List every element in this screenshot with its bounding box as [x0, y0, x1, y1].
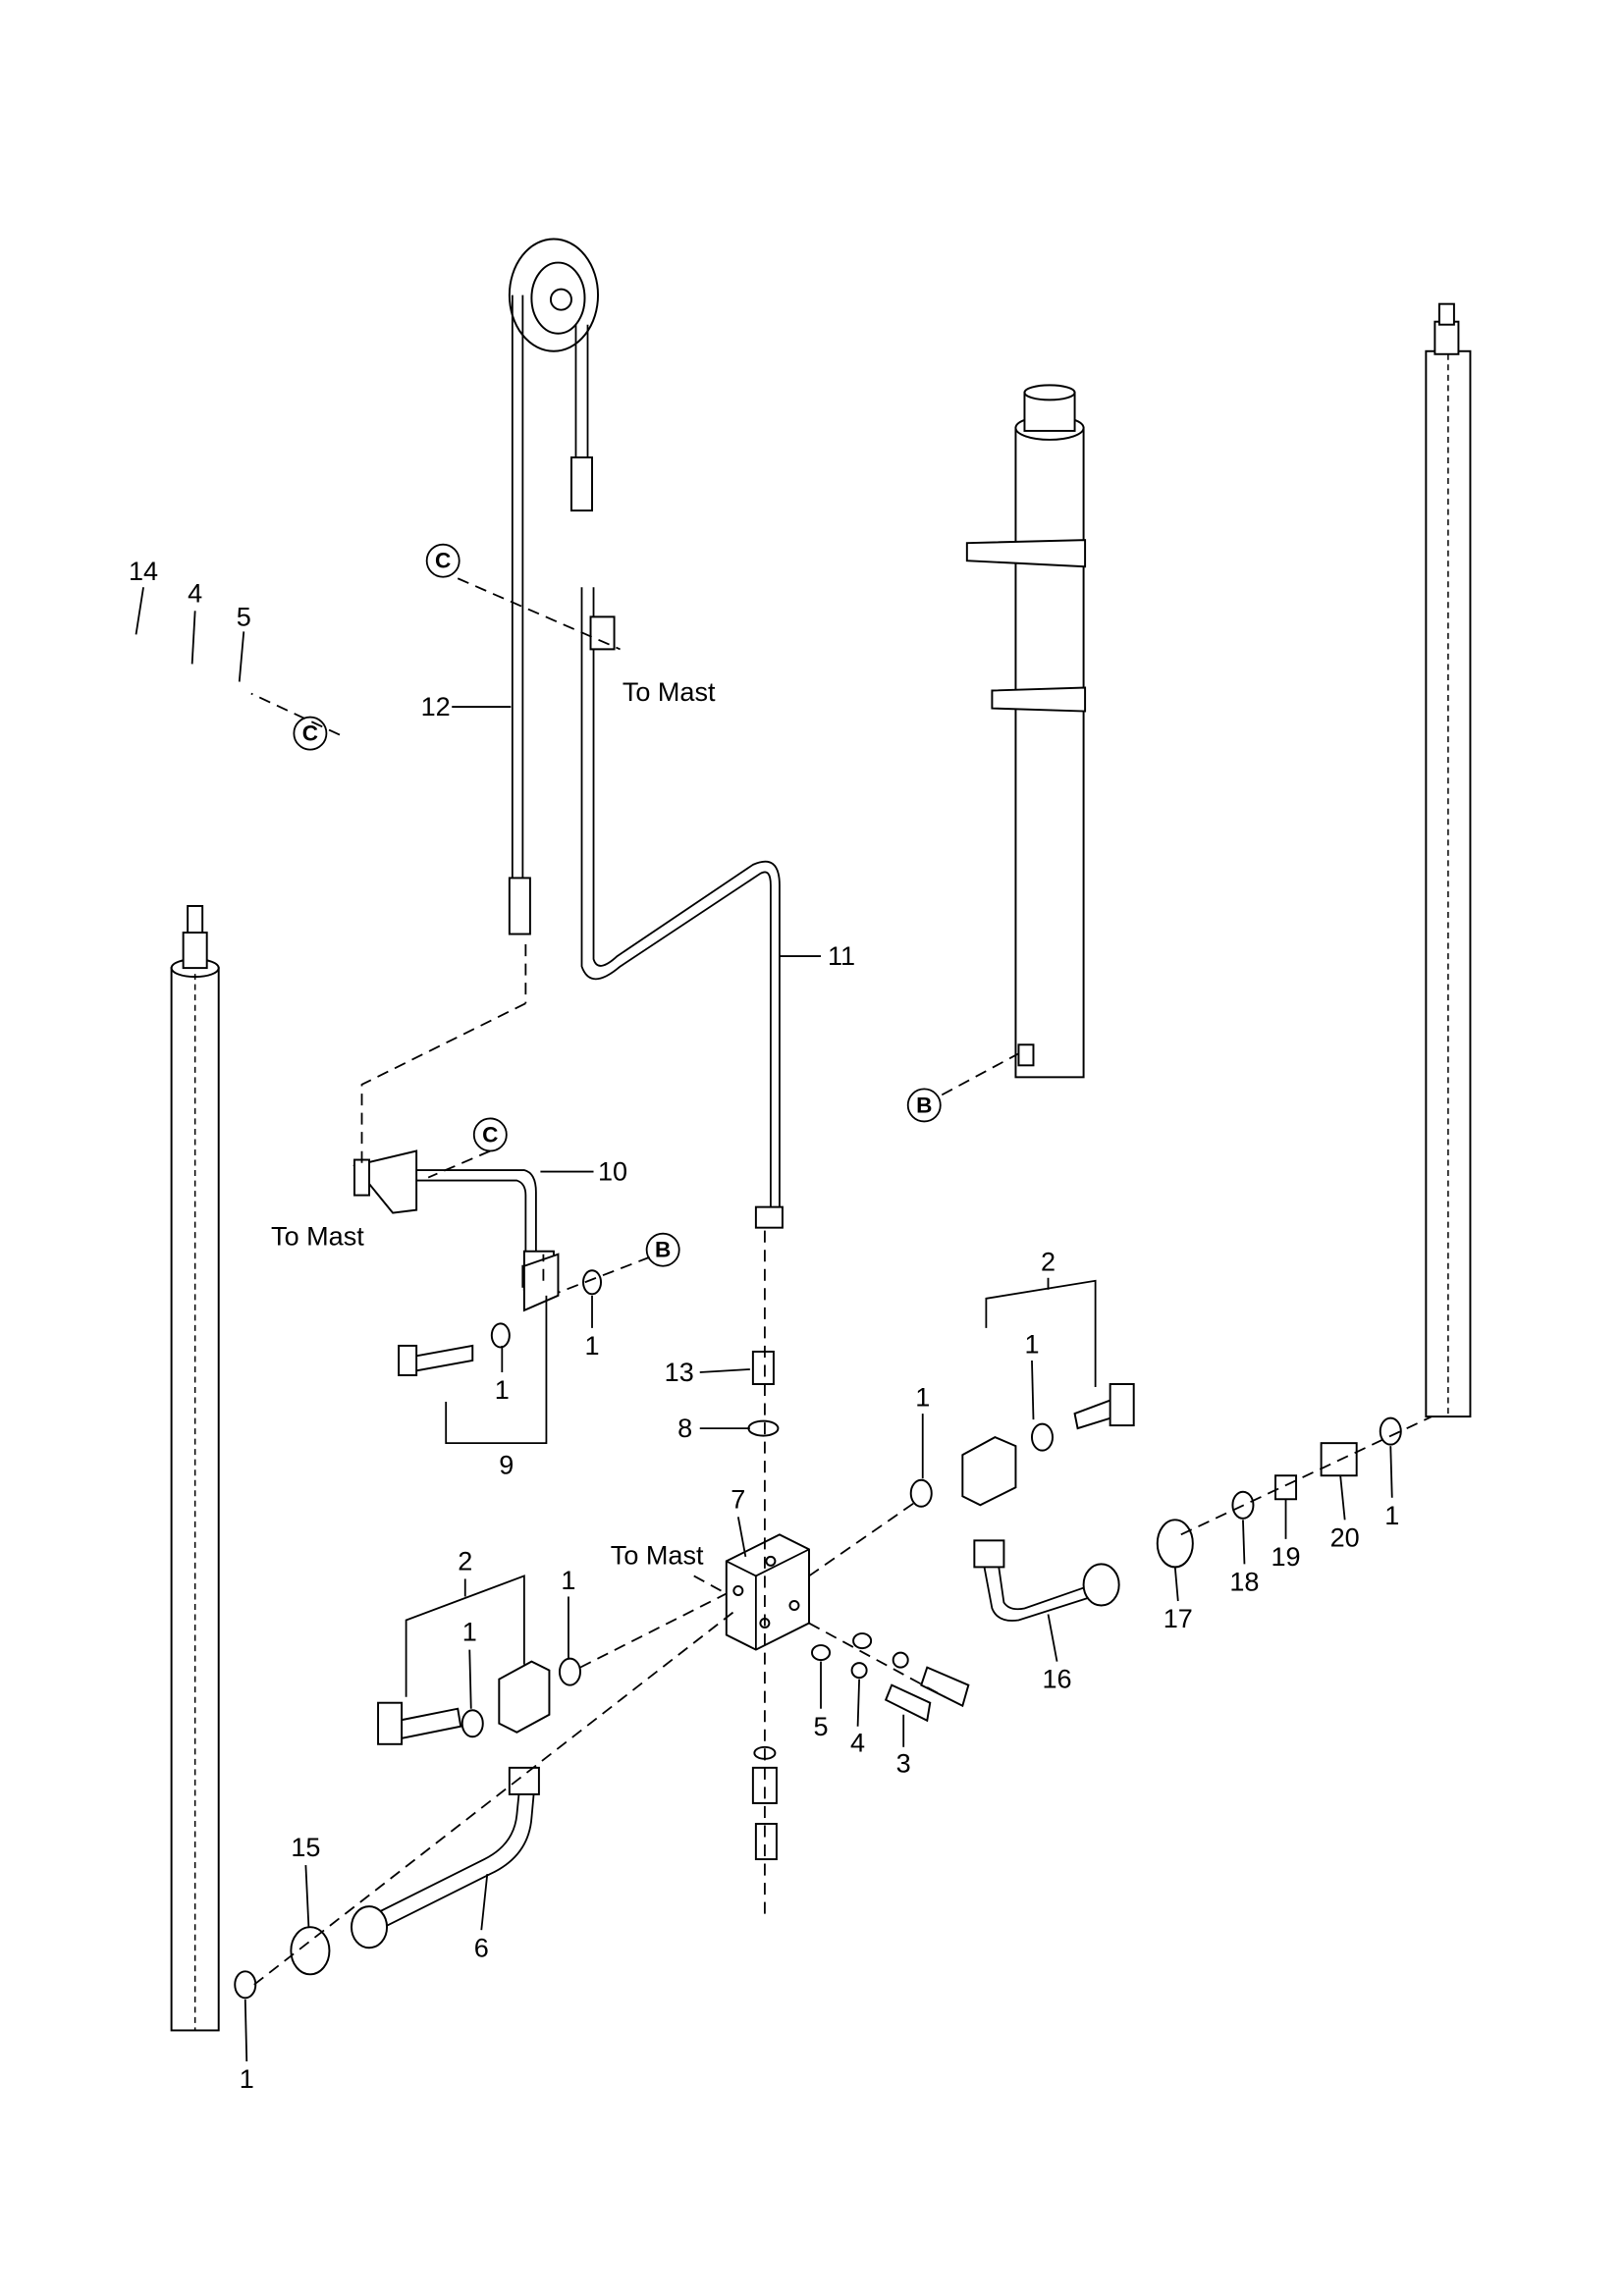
- pipe-16-and-fittings: [973, 1416, 1402, 1622]
- callout-2: 2: [458, 1546, 472, 1575]
- left-lift-cylinder: [170, 904, 220, 2032]
- ref-label: B: [916, 1093, 932, 1117]
- ref-label: B: [655, 1238, 671, 1262]
- callout-4: 4: [850, 1728, 865, 1757]
- callout-7: 7: [731, 1484, 745, 1514]
- callout-6: 6: [474, 1933, 489, 1962]
- pipe-6-and-fittings: [234, 1766, 540, 2000]
- callout-1: 1: [240, 2064, 254, 2094]
- callouts: 14 4 5 12 11 10 1 1 9 13 8 2 1 1 7 2 1 1…: [129, 557, 1399, 2094]
- callout-12: 12: [421, 692, 451, 721]
- center-lift-cylinder: [965, 384, 1087, 1079]
- ref-circle-b-right: B: [906, 1088, 942, 1123]
- to-mast-note: To Mast: [611, 1540, 704, 1570]
- callout-17: 17: [1164, 1604, 1193, 1633]
- ref-circle-c-left: C: [293, 716, 328, 751]
- callout-11: 11: [828, 941, 855, 971]
- callout-4: 4: [188, 578, 202, 608]
- callout-14: 14: [129, 557, 158, 586]
- ref-label: C: [435, 549, 451, 573]
- right-lift-cylinder: [1425, 302, 1472, 1418]
- callout-15: 15: [291, 1833, 320, 1862]
- ref-label: C: [482, 1122, 498, 1147]
- callout-3: 3: [896, 1748, 911, 1778]
- callout-1: 1: [915, 1383, 930, 1413]
- ref-circle-c-mid: C: [472, 1117, 508, 1152]
- ref-circle-c-top: C: [425, 543, 460, 578]
- callout-9: 9: [499, 1451, 514, 1480]
- callout-2: 2: [1041, 1247, 1056, 1276]
- bolts-3-4-5: [811, 1632, 970, 1723]
- lower-fittings: [751, 1745, 778, 1861]
- callout-8: 8: [677, 1414, 692, 1443]
- to-mast-note: To Mast: [271, 1222, 364, 1252]
- callout-5: 5: [813, 1712, 828, 1741]
- ref-label: C: [302, 721, 318, 746]
- fittings-13-8: [747, 1350, 780, 1437]
- hose-pulley-assembly: [508, 238, 784, 1229]
- callout-1: 1: [584, 1331, 599, 1361]
- callout-1: 1: [1384, 1501, 1399, 1530]
- callout-1: 1: [495, 1375, 510, 1405]
- manifold-block-7: [725, 1533, 810, 1651]
- leader-lines: [135, 587, 1393, 2062]
- tee-fitting-2-right: [909, 1383, 1135, 1508]
- to-mast-note: To Mast: [623, 677, 716, 707]
- callout-16: 16: [1042, 1665, 1071, 1694]
- callout-10: 10: [598, 1157, 627, 1187]
- callout-1: 1: [462, 1618, 477, 1647]
- callout-1: 1: [1024, 1329, 1039, 1359]
- callout-13: 13: [665, 1358, 694, 1387]
- tee-fitting-9: [398, 1253, 603, 1376]
- callout-1: 1: [561, 1566, 575, 1595]
- callout-5: 5: [237, 602, 251, 631]
- assembly-lines: [250, 577, 1433, 1986]
- ref-circle-b-mid: B: [645, 1232, 680, 1267]
- callout-19: 19: [1271, 1542, 1300, 1572]
- tee-fitting-2-left: [377, 1657, 581, 1745]
- callout-18: 18: [1229, 1567, 1259, 1596]
- callout-20: 20: [1330, 1522, 1360, 1552]
